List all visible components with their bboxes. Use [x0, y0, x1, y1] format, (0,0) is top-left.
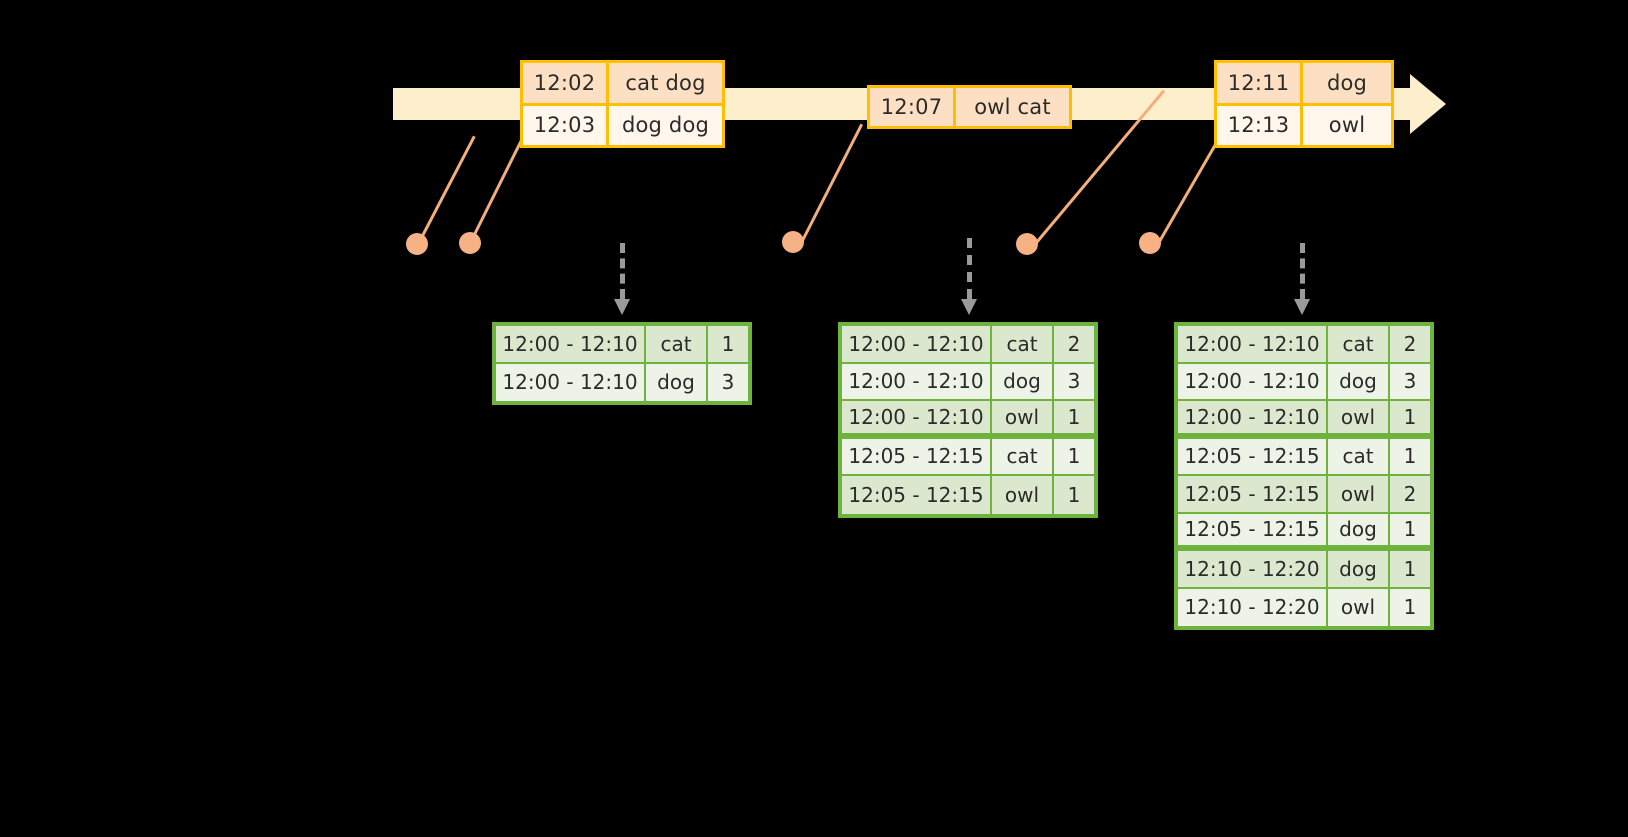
connector-dot-5: [1139, 232, 1161, 254]
result-table-3[interactable]: 12:00 - 12:10 cat 2 12:00 - 12:10 dog 3 …: [1174, 322, 1434, 630]
event-time: 12:02: [523, 63, 609, 103]
flow-arrow-1: [614, 243, 631, 315]
event-payload: owl: [1303, 105, 1391, 145]
cell-key: cat: [1328, 326, 1390, 364]
table-row[interactable]: 12:10 - 12:20 owl 1: [1178, 588, 1430, 626]
cell-window: 12:05 - 12:15: [1178, 438, 1328, 476]
event-payload: owl cat: [956, 88, 1069, 126]
table-row[interactable]: 12:00 - 12:10 dog 3: [842, 363, 1094, 401]
cell-count: 1: [1390, 438, 1430, 476]
cell-count: 1: [1390, 588, 1430, 626]
table-row[interactable]: 12:00 - 12:10 owl 1: [842, 401, 1094, 439]
cell-count: 1: [708, 326, 748, 364]
cell-count: 1: [1054, 476, 1094, 514]
table-row[interactable]: 12:00 - 12:10 cat 2: [1178, 326, 1430, 364]
cell-window: 12:00 - 12:10: [496, 326, 646, 364]
event-row[interactable]: 12:03 dog dog: [523, 102, 722, 145]
cell-window: 12:00 - 12:10: [496, 363, 646, 401]
cell-window: 12:00 - 12:10: [842, 326, 992, 364]
cell-count: 1: [1054, 438, 1094, 476]
event-row[interactable]: 12:13 owl: [1217, 102, 1391, 145]
cell-count: 1: [1390, 551, 1430, 589]
event-time: 12:11: [1217, 63, 1303, 103]
cell-key: owl: [992, 401, 1054, 435]
result-table-1[interactable]: 12:00 - 12:10 cat 1 12:00 - 12:10 dog 3: [492, 322, 752, 405]
event-row[interactable]: 12:11 dog: [1217, 63, 1391, 103]
cell-key: cat: [992, 326, 1054, 364]
table-row[interactable]: 12:00 - 12:10 dog 3: [1178, 363, 1430, 401]
cell-key: dog: [646, 363, 708, 401]
cell-key: cat: [646, 326, 708, 364]
event-row[interactable]: 12:02 cat dog: [523, 63, 722, 103]
table-row[interactable]: 12:00 - 12:10 owl 1: [1178, 401, 1430, 439]
cell-count: 1: [1390, 513, 1430, 547]
cell-count: 2: [1390, 326, 1430, 364]
event-row[interactable]: 12:07 owl cat: [870, 88, 1069, 126]
connector-dot-4: [1016, 233, 1038, 255]
cell-window: 12:00 - 12:10: [1178, 401, 1328, 435]
table-row[interactable]: 12:05 - 12:15 owl 2: [1178, 476, 1430, 514]
cell-key: owl: [1328, 476, 1390, 514]
cell-window: 12:05 - 12:15: [842, 438, 992, 476]
event-time: 12:03: [523, 105, 609, 145]
cell-count: 1: [1390, 401, 1430, 435]
result-table-2[interactable]: 12:00 - 12:10 cat 2 12:00 - 12:10 dog 3 …: [838, 322, 1098, 518]
cell-window: 12:05 - 12:15: [1178, 513, 1328, 547]
flow-arrow-2: [961, 238, 978, 315]
cell-key: owl: [1328, 401, 1390, 435]
cell-key: owl: [992, 476, 1054, 514]
cell-window: 12:00 - 12:10: [842, 363, 992, 401]
cell-count: 1: [1054, 401, 1094, 435]
event-group-3[interactable]: 12:11 dog 12:13 owl: [1214, 60, 1394, 148]
connector-line-1: [416, 135, 476, 246]
event-group-1[interactable]: 12:02 cat dog 12:03 dog dog: [520, 60, 725, 148]
cell-count: 2: [1390, 476, 1430, 514]
cell-window: 12:10 - 12:20: [1178, 588, 1328, 626]
table-row[interactable]: 12:10 - 12:20 dog 1: [1178, 551, 1430, 589]
connector-dot-1: [406, 233, 428, 255]
flow-arrow-3: [1294, 243, 1311, 315]
cell-key: dog: [992, 363, 1054, 401]
event-payload: dog: [1303, 63, 1391, 103]
table-row[interactable]: 12:00 - 12:10 dog 3: [496, 363, 748, 401]
cell-key: dog: [1328, 551, 1390, 589]
cell-key: cat: [1328, 438, 1390, 476]
connector-line-3: [798, 123, 864, 247]
connector-dot-2: [459, 232, 481, 254]
cell-window: 12:05 - 12:15: [1178, 476, 1328, 514]
table-row[interactable]: 12:05 - 12:15 dog 1: [1178, 513, 1430, 551]
cell-count: 3: [708, 363, 748, 401]
cell-key: owl: [1328, 588, 1390, 626]
event-payload: cat dog: [609, 63, 722, 103]
table-row[interactable]: 12:05 - 12:15 cat 1: [1178, 438, 1430, 476]
cell-window: 12:10 - 12:20: [1178, 551, 1328, 589]
cell-count: 3: [1390, 363, 1430, 401]
cell-window: 12:00 - 12:10: [1178, 363, 1328, 401]
event-time: 12:13: [1217, 105, 1303, 145]
cell-window: 12:05 - 12:15: [842, 476, 992, 514]
event-group-2[interactable]: 12:07 owl cat: [867, 85, 1072, 129]
table-row[interactable]: 12:05 - 12:15 owl 1: [842, 476, 1094, 514]
cell-count: 3: [1054, 363, 1094, 401]
cell-count: 2: [1054, 326, 1094, 364]
cell-key: dog: [1328, 513, 1390, 547]
event-payload: dog dog: [609, 105, 722, 145]
cell-window: 12:00 - 12:10: [842, 401, 992, 435]
connector-dot-3: [782, 231, 804, 253]
table-row[interactable]: 12:05 - 12:15 cat 1: [842, 438, 1094, 476]
table-row[interactable]: 12:00 - 12:10 cat 1: [496, 326, 748, 364]
table-row[interactable]: 12:00 - 12:10 cat 2: [842, 326, 1094, 364]
event-time: 12:07: [870, 88, 956, 126]
cell-window: 12:00 - 12:10: [1178, 326, 1328, 364]
cell-key: dog: [1328, 363, 1390, 401]
cell-key: cat: [992, 438, 1054, 476]
timeline-arrow-head: [1410, 74, 1446, 134]
